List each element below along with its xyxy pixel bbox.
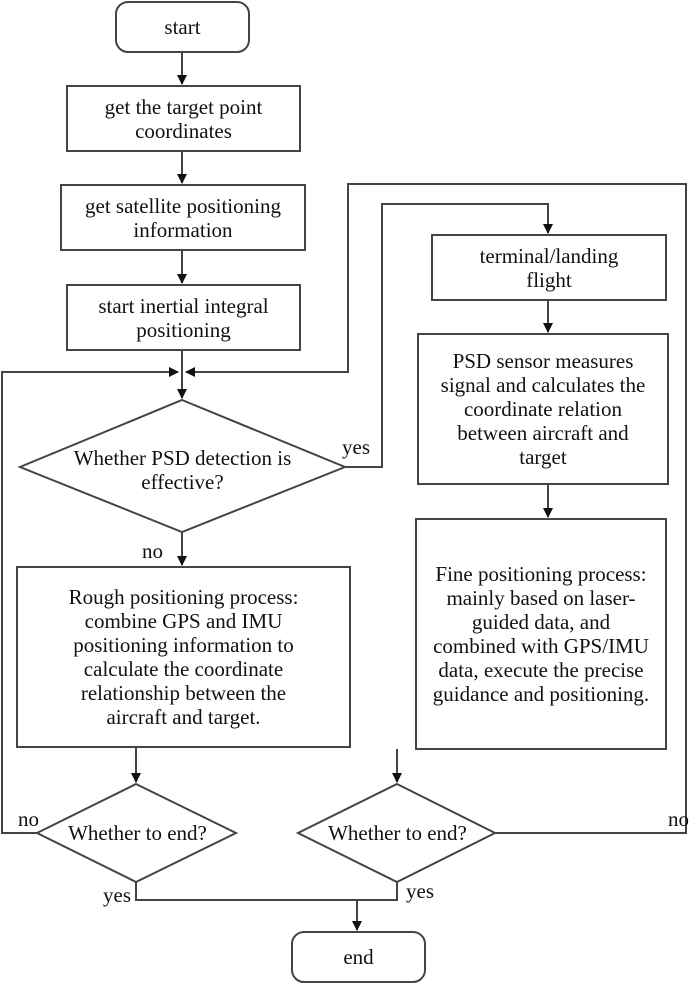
get-target-step: get the target point coordinates [104, 94, 263, 143]
right-no-label: no [668, 807, 689, 831]
get-target-box [66, 85, 301, 152]
rough-box [16, 566, 351, 748]
end-node-shape [291, 931, 426, 983]
connector-yes-merge [135, 882, 398, 901]
fine-box [415, 518, 667, 750]
psd-no-label: no [142, 539, 163, 563]
left-yes-label: yes [103, 883, 131, 907]
end-decision-left: Whether to end? [68, 821, 207, 845]
right-yes-label: yes [406, 879, 434, 903]
psd-yes-label: yes [342, 435, 370, 459]
fine-step: Fine positioning process: mainly based o… [432, 562, 650, 706]
psd-decision: Whether PSD detection is effective? [73, 446, 292, 494]
connector-psd-yes [345, 203, 553, 468]
left-no-label: no [18, 807, 39, 831]
start-node: start [164, 15, 201, 39]
rough-step: Rough positioning process: combine GPS a… [68, 585, 299, 729]
psd-sensor-step: PSD sensor measures signal and calculate… [440, 349, 646, 469]
terminal-step: terminal/landing flight [479, 243, 619, 292]
end-decision-right: Whether to end? [328, 821, 467, 845]
get-satellite-step: get satellite positioning information [85, 193, 281, 242]
connector-left-no-loop [1, 367, 179, 834]
start-inertial-step: start inertial integral positioning [98, 293, 269, 342]
start-inertial-box [66, 284, 301, 351]
psd-sensor-box [417, 333, 669, 485]
end-node: end [343, 945, 374, 969]
connector-right-no-loop [185, 183, 687, 834]
